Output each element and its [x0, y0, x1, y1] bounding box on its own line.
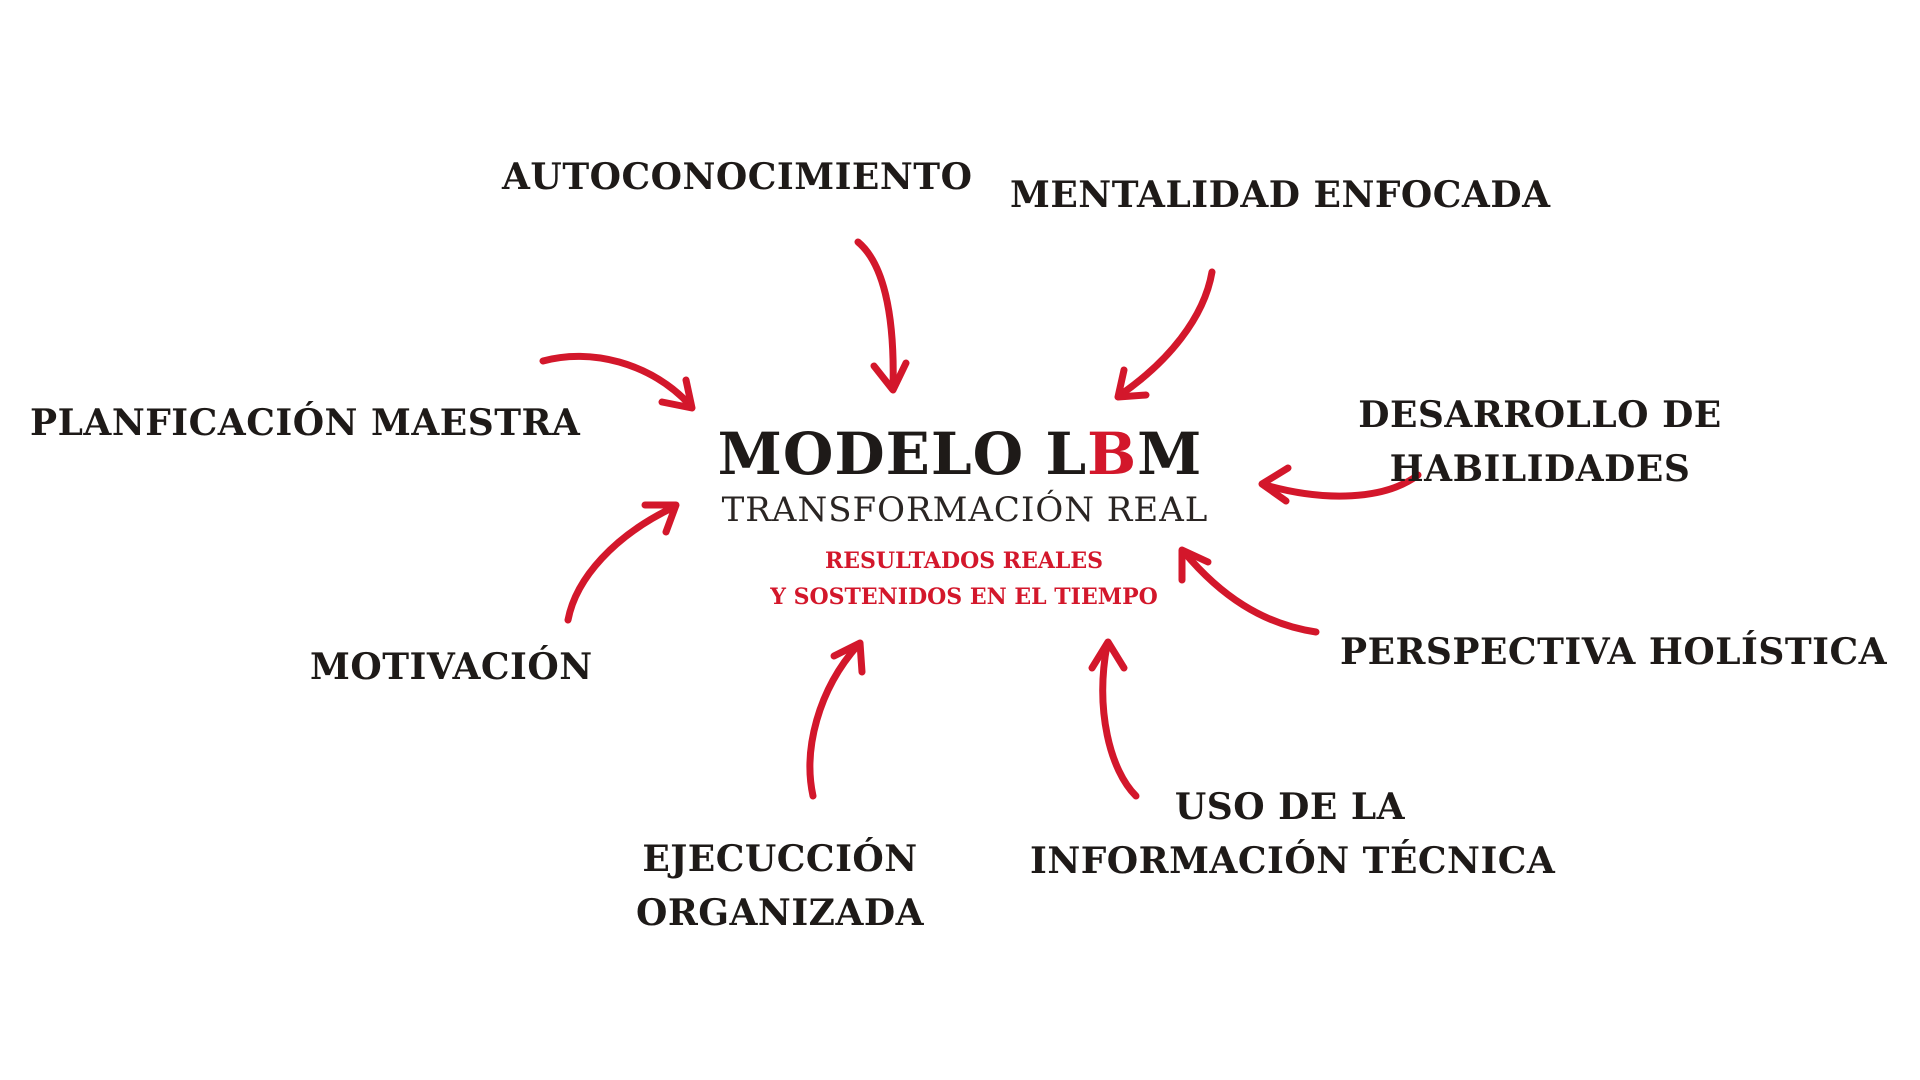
node-desarrollo-line1: DESARROLLO DE: [1358, 394, 1722, 436]
center-tagline-line1: RESULTADOS REALES: [824, 548, 1104, 574]
node-autoconocimiento-label: AUTOCONOCIMIENTO: [502, 156, 973, 198]
center-title: MODELO LBM: [0, 420, 1920, 488]
node-mentalidad-label: MENTALIDAD ENFOCADA: [1010, 174, 1551, 216]
node-mentalidad-enfocada: MENTALIDAD ENFOCADA: [1010, 168, 1551, 222]
node-motivacion: MOTIVACIÓN: [310, 640, 593, 694]
arrow-uso: [1088, 638, 1140, 800]
arrow-ejecucion: [806, 639, 866, 800]
node-ejecucion-line2: ORGANIZADA: [635, 892, 925, 934]
node-desarrollo-line2: HABILIDADES: [1389, 448, 1691, 490]
node-perspectiva-label: PERSPECTIVA HOLÍSTICA: [1340, 631, 1888, 673]
node-planificacion-maestra: PLANFICACIÓN MAESTRA: [30, 396, 580, 450]
arrow-motivacion: [564, 501, 680, 624]
node-uso-informacion-tecnica: USO DE LA INFORMACIÓN TÉCNICA: [1030, 780, 1556, 888]
center-title-part1: MODELO L: [717, 420, 1088, 488]
node-autoconocimiento: AUTOCONOCIMIENTO: [502, 150, 972, 204]
node-desarrollo-habilidades: DESARROLLO DE HABILIDADES: [1330, 388, 1750, 496]
arrow-planificacion: [539, 352, 696, 412]
node-uso-line2: INFORMACIÓN TÉCNICA: [1030, 840, 1556, 882]
arrow-mentalidad: [1114, 268, 1216, 401]
center-title-part2: M: [1137, 420, 1203, 488]
center-tagline-line2: Y SOSTENIDOS EN EL TIEMPO: [770, 584, 1158, 610]
arrow-autoconocimiento: [854, 238, 910, 394]
node-uso-line1: USO DE LA: [1174, 786, 1406, 828]
center-tagline: RESULTADOS REALES Y SOSTENIDOS EN EL TIE…: [4, 543, 1920, 615]
node-planificacion-label: PLANFICACIÓN MAESTRA: [30, 402, 581, 444]
node-ejecucion-organizada: EJECUCCIÓN ORGANIZADA: [600, 832, 960, 940]
arrow-desarrollo: [1258, 464, 1422, 505]
center-subtitle: TRANSFORMACIÓN REAL: [721, 490, 1209, 530]
center-title-highlight: B: [1087, 420, 1138, 488]
node-motivacion-label: MOTIVACIÓN: [310, 646, 593, 688]
arrow-perspectiva: [1178, 546, 1320, 636]
node-perspectiva-holistica: PERSPECTIVA HOLÍSTICA: [1340, 625, 1887, 679]
node-ejecucion-line1: EJECUCCIÓN: [642, 838, 918, 880]
